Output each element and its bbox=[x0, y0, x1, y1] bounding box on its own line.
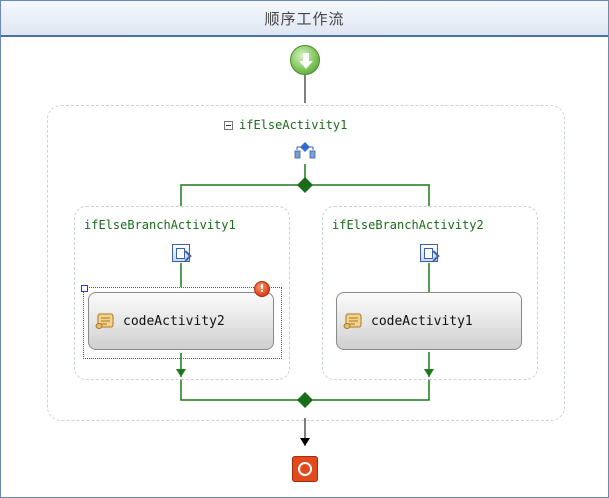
ifelse-name: ifElseActivity1 bbox=[239, 118, 348, 132]
error-icon[interactable]: ! bbox=[254, 281, 270, 297]
designer-header: 顺序工作流 bbox=[1, 1, 608, 37]
selection-handle[interactable] bbox=[81, 285, 88, 292]
branch-container-2[interactable] bbox=[322, 206, 538, 380]
start-arrow-icon[interactable] bbox=[290, 45, 320, 75]
branch1-label: ifElseBranchActivity1 bbox=[84, 218, 236, 232]
activity-label: codeActivity2 bbox=[123, 313, 225, 329]
error-glyph: ! bbox=[259, 282, 265, 295]
branch1-arrow bbox=[176, 369, 186, 377]
code-scroll-icon bbox=[343, 311, 365, 331]
ifelse-header: ifElseActivity1 bbox=[224, 117, 347, 133]
activity-label: codeActivity1 bbox=[371, 313, 473, 329]
end-arrow bbox=[300, 438, 310, 446]
split-diamond-icon bbox=[297, 177, 313, 193]
branch2-arrow bbox=[424, 369, 434, 377]
branch-container-1[interactable] bbox=[74, 206, 290, 380]
merge-diamond-icon bbox=[297, 392, 313, 408]
branch-icon bbox=[420, 244, 438, 262]
collapse-minus-icon[interactable] bbox=[224, 120, 233, 130]
code-activity-2[interactable]: codeActivity2 bbox=[88, 292, 274, 350]
branch-icon bbox=[172, 244, 190, 262]
workflow-title: 顺序工作流 bbox=[264, 10, 345, 28]
code-scroll-icon bbox=[95, 311, 117, 331]
ifelse-icon bbox=[294, 142, 316, 159]
branch2-label: ifElseBranchActivity2 bbox=[332, 218, 484, 232]
code-activity-1[interactable]: codeActivity1 bbox=[336, 292, 522, 350]
end-stop-icon[interactable] bbox=[292, 456, 318, 482]
selected-activity-frame bbox=[81, 285, 282, 359]
ifelse-container[interactable] bbox=[47, 105, 565, 421]
